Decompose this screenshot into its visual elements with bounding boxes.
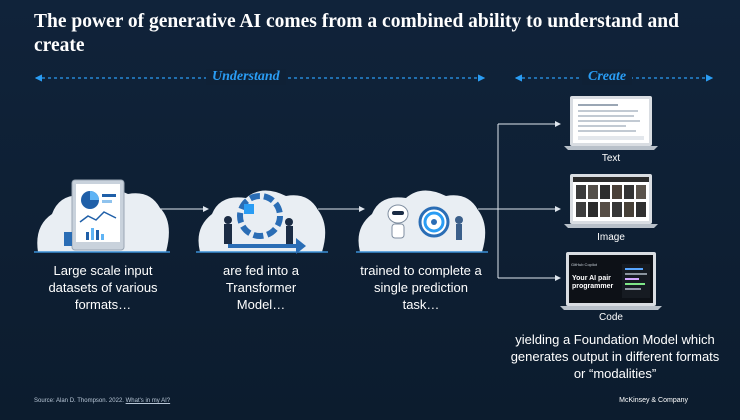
code-headline-line-1: Your AI pair: [572, 275, 611, 282]
step-dataset-text: Large scale input datasets of various fo…: [48, 263, 158, 312]
brand-footer: McKinsey & Company: [619, 397, 688, 404]
source-prefix: Source: Alan D. Thompson. 2022.: [34, 398, 126, 404]
laptop-image-output: [564, 174, 658, 228]
source-note: Source: Alan D. Thompson. 2022. What's i…: [34, 398, 170, 404]
create-label: Create: [582, 69, 633, 85]
code-headline: Your AI pair programmer: [572, 275, 624, 291]
step-model-text: are fed into a Transformer Model…: [223, 263, 299, 312]
source-link[interactable]: What's in my AI?: [125, 398, 171, 404]
foundation-model-text: yielding a Foundation Model which genera…: [510, 332, 720, 381]
code-brand-line: GitHub Copilot: [571, 262, 598, 267]
slide-title: The power of generative AI comes from a …: [34, 11, 679, 56]
laptop-code-output: [560, 252, 662, 310]
code-headline-line-2: programmer: [572, 283, 614, 290]
understand-label: Understand: [206, 69, 286, 85]
output-label-image: Image: [597, 232, 625, 243]
dataset-cloud-illustration: [34, 179, 170, 253]
step-task-text: trained to complete a single prediction …: [360, 263, 482, 312]
transformer-cloud-illustration: [196, 190, 328, 254]
output-label-code: Code: [599, 312, 623, 323]
laptop-text-output: [564, 96, 658, 150]
prediction-cloud-illustration: [356, 190, 488, 253]
output-label-text: Text: [601, 153, 621, 164]
